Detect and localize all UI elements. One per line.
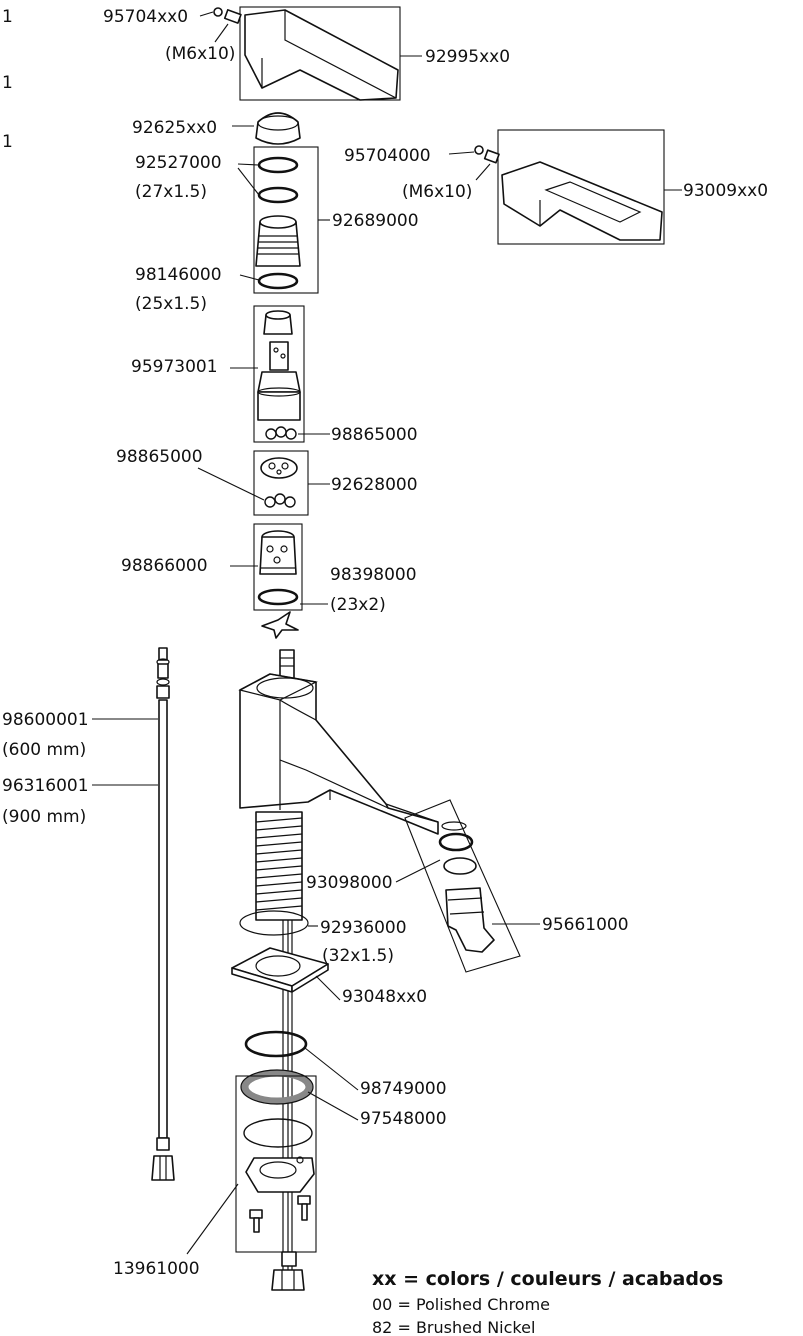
label-95661000: 95661000	[542, 915, 629, 935]
label-93009xx0: 93009xx0	[683, 181, 768, 201]
label-98865000-b: 98865000	[116, 447, 203, 467]
label-98866000: 98866000	[121, 556, 208, 576]
label-27x1.5: (27x1.5)	[135, 182, 207, 202]
threaded-shank	[255, 811, 303, 921]
label-92936000: 92936000	[320, 918, 407, 938]
label-92995xx0: 92995xx0	[425, 47, 510, 67]
screw-95704000	[474, 145, 500, 164]
side-mark: 1	[2, 7, 13, 27]
label-97548000: 97548000	[360, 1109, 447, 1129]
mounting-bracket	[245, 1156, 315, 1193]
washer-98749000	[244, 1030, 308, 1058]
label-98146000: 98146000	[135, 265, 222, 285]
label-93048xx0: 93048xx0	[342, 987, 427, 1007]
adapter-92689000	[255, 215, 301, 267]
legend-row-82: 82 = Brushed Nickel	[372, 1318, 535, 1336]
label-92628000: 92628000	[331, 475, 418, 495]
legend-title: xx = colors / couleurs / acabados	[372, 1268, 723, 1290]
group-box	[497, 129, 665, 245]
cartridge-95973001	[257, 310, 301, 421]
gasket-92936000	[239, 910, 309, 936]
group-box-95973001	[253, 305, 305, 443]
seals-98865000-a	[265, 426, 297, 440]
label-m6x10-a: (M6x10)	[165, 44, 235, 64]
group-box-92628000	[253, 450, 309, 516]
label-23x2: (23x2)	[330, 595, 386, 615]
diverter-98866000	[259, 530, 297, 575]
label-95704xx0: 95704xx0	[103, 7, 188, 27]
label-95704000: 95704000	[344, 146, 431, 166]
group-box-13961000	[235, 1075, 317, 1253]
supply-hose	[151, 647, 175, 1181]
label-25x1.5: (25x1.5)	[135, 294, 207, 314]
group-box	[239, 6, 401, 101]
label-92527000: 92527000	[135, 153, 222, 173]
bottom-hex-fitting	[271, 1251, 305, 1291]
cover-cap-92625xx0	[255, 112, 301, 145]
label-m6x10-b: (M6x10)	[402, 182, 472, 202]
label-96316001: 96316001	[2, 776, 89, 796]
insert-92628000	[260, 457, 298, 508]
label-92689000: 92689000	[332, 211, 419, 231]
mounting-ring	[243, 1118, 313, 1148]
label-93098000: 93098000	[306, 873, 393, 893]
handle-92995xx0	[239, 6, 401, 101]
label-98398000: 98398000	[330, 565, 417, 585]
aerator-group-95661000	[404, 799, 521, 973]
label-95973001: 95973001	[131, 357, 218, 377]
base-plate-93048xx0	[231, 947, 329, 993]
handle-93009xx0	[497, 129, 665, 245]
side-mark: 1	[2, 73, 13, 93]
o-ring-98146000	[257, 272, 299, 290]
label-98865000-a: 98865000	[331, 425, 418, 445]
o-ring-98398000	[257, 588, 299, 606]
label-92625xx0: 92625xx0	[132, 118, 217, 138]
side-mark: 1	[2, 132, 13, 152]
label-98600001: 98600001	[2, 710, 89, 730]
washer-97548000	[241, 1069, 313, 1105]
o-rings-92527000	[257, 156, 299, 204]
faucet-body	[238, 649, 439, 835]
label-900mm: (900 mm)	[2, 807, 86, 827]
label-32x1.5: (32x1.5)	[322, 946, 394, 966]
legend-row-00: 00 = Polished Chrome	[372, 1295, 550, 1314]
label-98749000: 98749000	[360, 1079, 447, 1099]
label-13961000: 13961000	[113, 1259, 200, 1279]
group-box-98866000	[253, 523, 303, 611]
finish-legend: xx = colors / couleurs / acabados 00 = P…	[372, 1268, 723, 1336]
label-600mm: (600 mm)	[2, 740, 86, 760]
clip	[261, 611, 299, 639]
mounting-screws	[249, 1195, 311, 1233]
screw-95704xx0	[213, 7, 242, 24]
